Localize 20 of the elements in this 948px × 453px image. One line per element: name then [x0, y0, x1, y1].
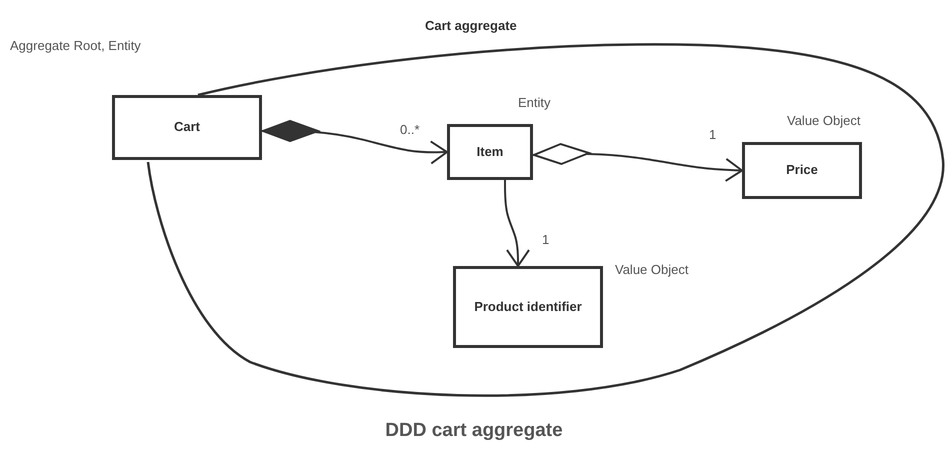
stereotype-label: Value Object — [615, 262, 688, 277]
association-arrow — [262, 120, 448, 164]
multiplicity-label: 0..* — [398, 122, 422, 137]
stereotype-label: Aggregate Root, Entity — [10, 38, 141, 53]
class-box — [453, 266, 603, 348]
boundary-heading: Cart aggregate — [425, 18, 517, 33]
class-name: Product identifier — [474, 298, 582, 316]
caption: DDD cart aggregate — [384, 420, 564, 442]
class-name: Price — [786, 161, 818, 180]
stereotype-label: Entity — [518, 95, 551, 110]
association-arrow — [504, 180, 530, 267]
stereotype-label: Value Object — [787, 113, 860, 128]
class-box — [112, 95, 262, 160]
class-box — [742, 142, 862, 199]
multiplicity-label: 1 — [707, 127, 718, 142]
association-arrow — [532, 143, 743, 182]
class-box — [447, 124, 533, 180]
class-name: Item — [476, 142, 504, 161]
multiplicity-label: 1 — [540, 232, 552, 247]
class-name: Cart — [174, 118, 200, 136]
